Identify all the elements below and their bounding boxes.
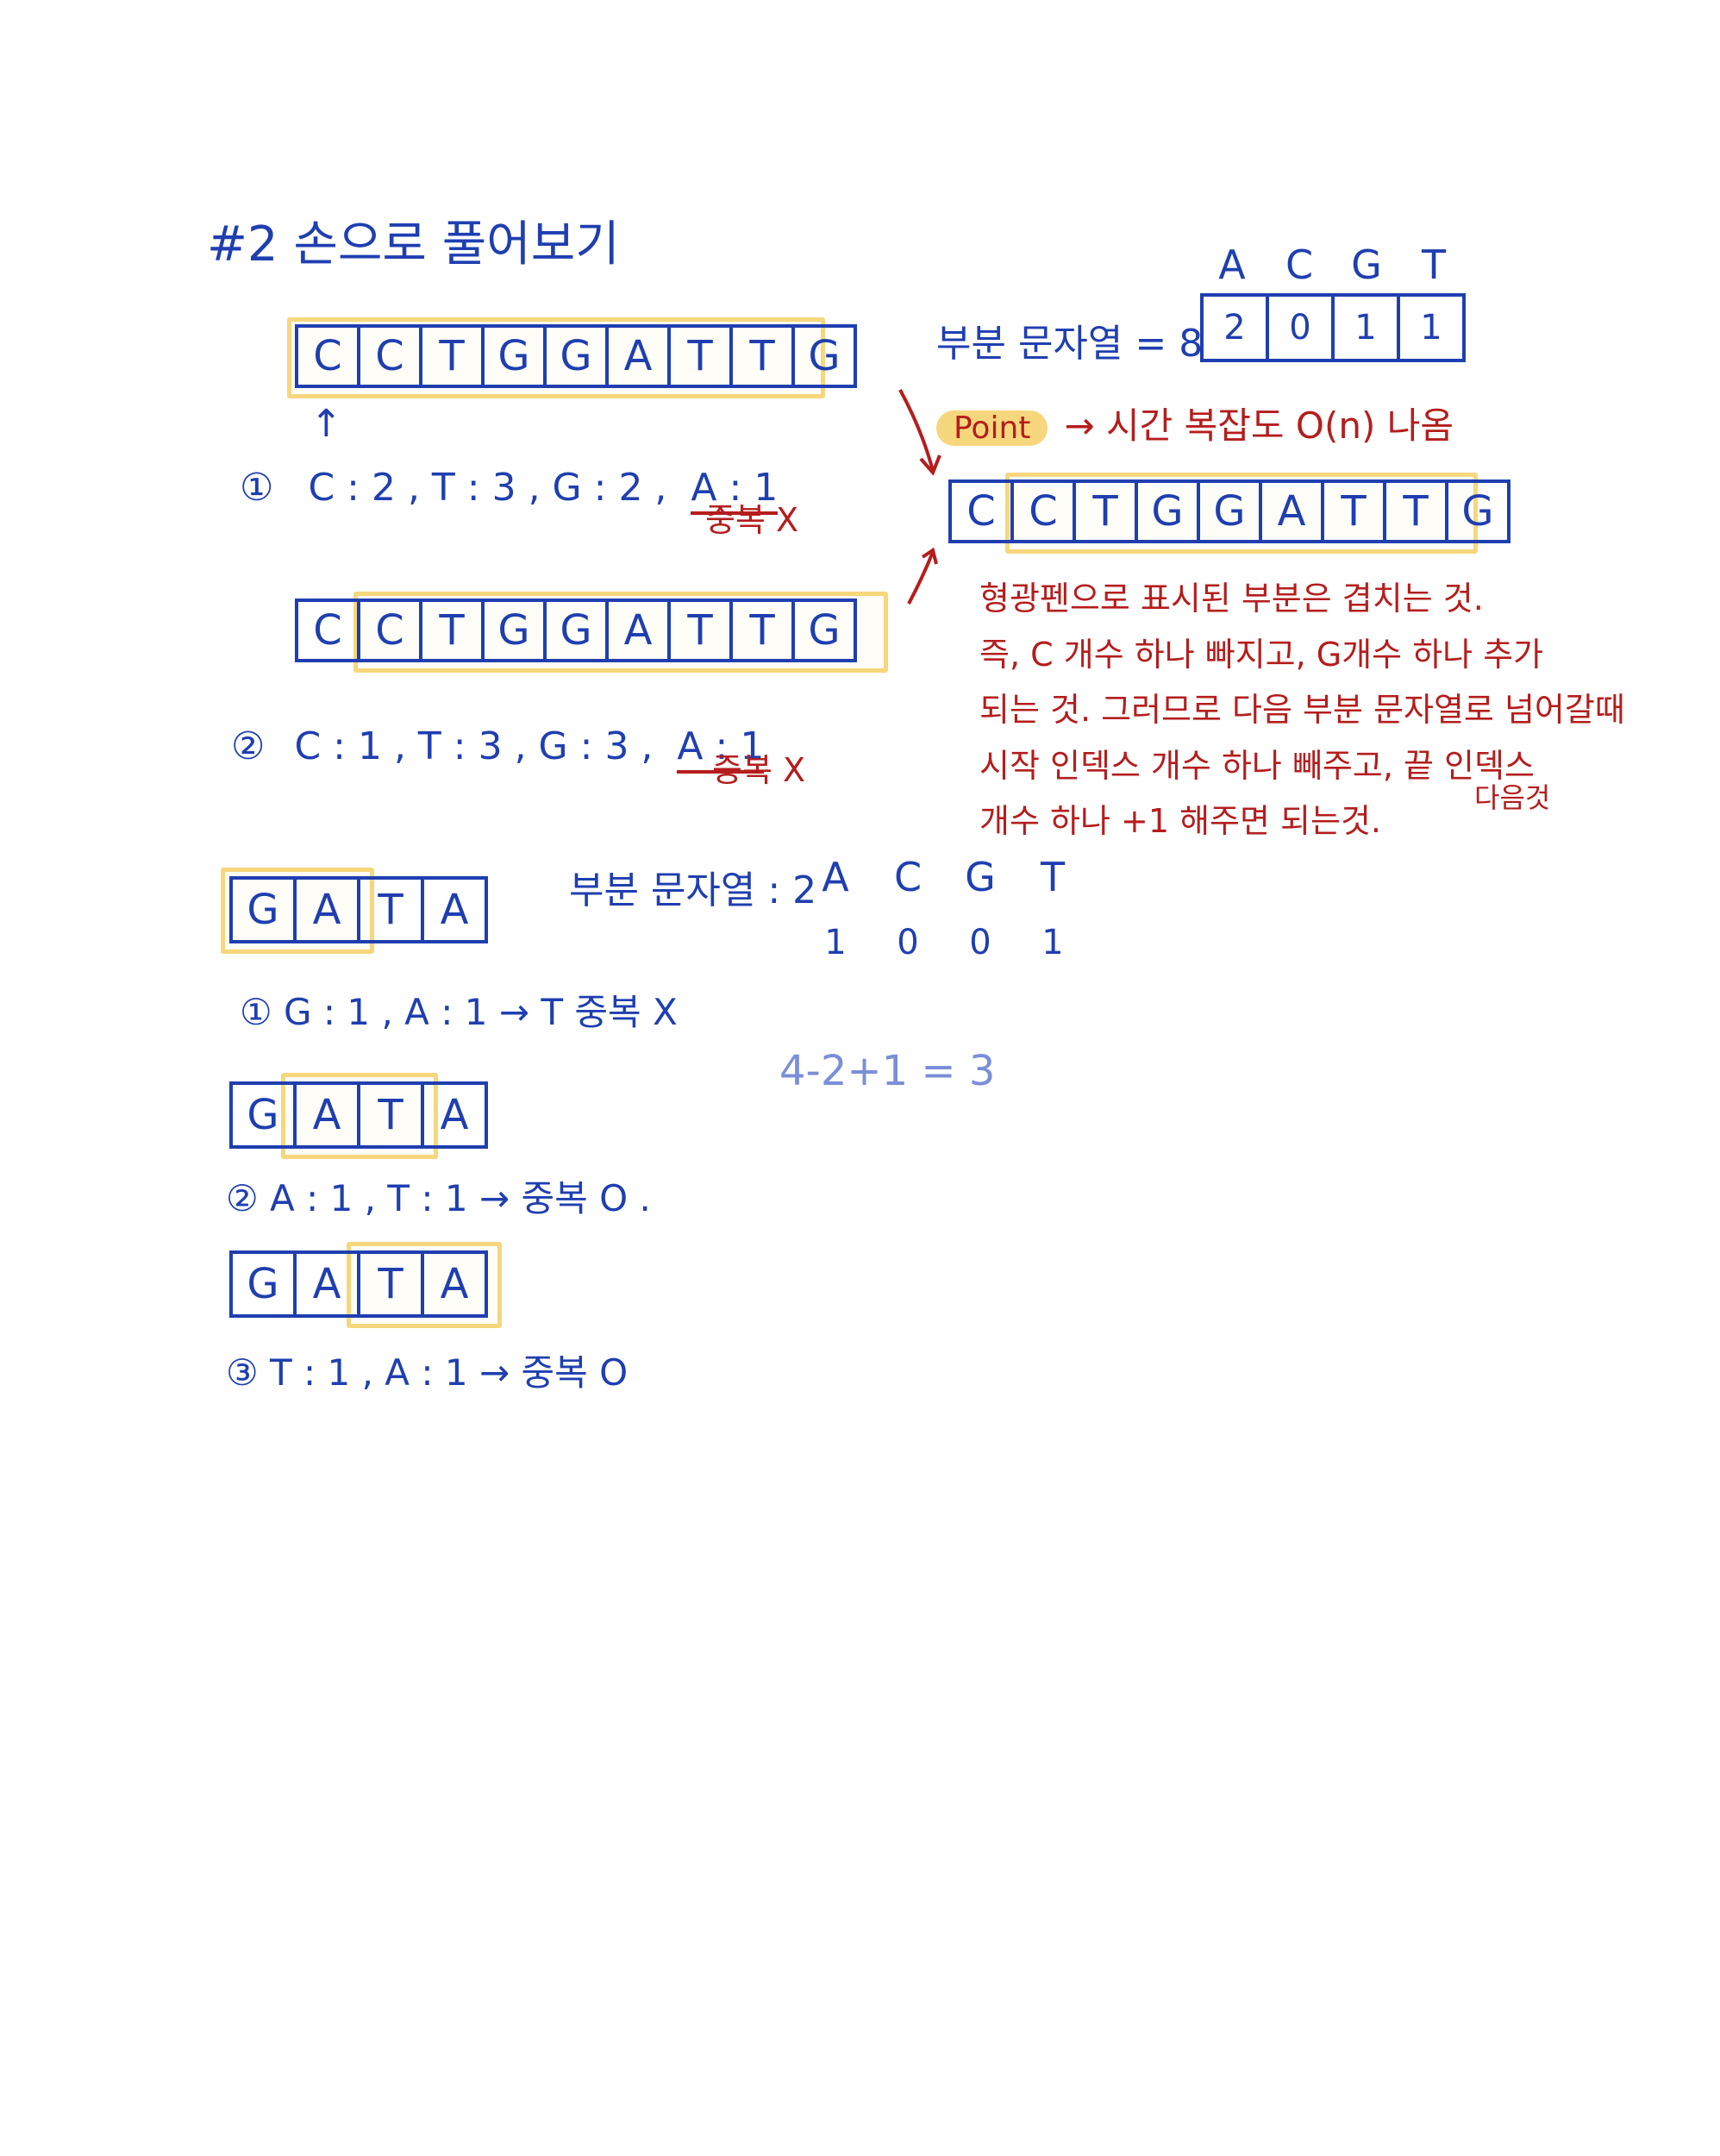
cell: T: [733, 602, 795, 659]
cell: G: [547, 328, 609, 385]
count-header: A: [1218, 241, 1246, 288]
cell: A: [1262, 483, 1324, 540]
step-underlined: A : 1: [691, 466, 779, 515]
step-counts: C : 1 , T : 3 , G : 3 ,: [294, 724, 654, 768]
pencil-calculation: 4-2+1 = 3: [779, 1047, 996, 1095]
cell: T: [1324, 483, 1386, 540]
count-cell: 0: [1269, 297, 1335, 359]
cell: A: [297, 880, 360, 940]
pointer-arrow-icon: ↑: [310, 402, 342, 446]
count-header: G: [965, 854, 996, 900]
cell: A: [440, 1260, 469, 1308]
cell: A: [297, 1254, 360, 1314]
cell: A: [440, 886, 469, 934]
count-cell: 2: [1204, 297, 1269, 359]
cell: G: [547, 602, 609, 659]
step-counts: C : 2 , T : 3 , G : 2 ,: [308, 466, 667, 510]
step-2-line: ② C : 1 , T : 3 , G : 3 , A : 1: [231, 724, 765, 774]
cell: C: [298, 602, 360, 659]
count-value: 0: [969, 923, 991, 962]
cell: G: [808, 332, 841, 380]
highlight-window-4: [221, 868, 374, 954]
cell: G: [1200, 483, 1262, 540]
explanation-note: 형광펜으로 표시된 부분은 겹치는 것. 즉, C 개수 하나 빠지고, G개수…: [979, 571, 1625, 849]
highlight-window-6: [347, 1242, 502, 1328]
cell: C: [952, 483, 1014, 540]
count-table: 2 0 1 1: [1200, 293, 1466, 362]
cell: C: [360, 602, 422, 659]
cell: T: [733, 328, 795, 385]
gata-strip-1: G A T A: [229, 876, 488, 943]
cell: G: [233, 1254, 297, 1314]
duplicate-note: 중복 X: [712, 751, 806, 789]
cell: G: [808, 606, 841, 655]
duplicate-note: 중복 X: [705, 501, 799, 539]
step-number: ②: [231, 724, 266, 768]
count-header: G: [1351, 241, 1382, 288]
step-number: ①: [240, 466, 274, 510]
gata-step-1: ① G : 1 , A : 1 → T 중복 X: [240, 991, 678, 1033]
point-line: Point → 시간 복잡도 O(n) 나옴: [936, 397, 1454, 449]
cell: C: [298, 328, 360, 385]
cell: T: [360, 880, 424, 940]
step-underlined: A : 1: [677, 724, 765, 774]
point-text: → 시간 복잡도 O(n) 나옴: [1064, 404, 1454, 447]
note-extra: 다음것: [1474, 781, 1551, 814]
gata-step-2: ② A : 1 , T : 1 → 중복 O .: [226, 1177, 651, 1219]
note-line: 개수 하나 +1 해주면 되는것.: [979, 802, 1382, 841]
sequence-strip-2: C C T G G A T T G: [295, 599, 857, 662]
cell: T: [360, 1085, 424, 1145]
cell: G: [1461, 487, 1494, 536]
count-header: C: [1285, 241, 1314, 288]
note-line: 시작 인덱스 개수 하나 빼주고, 끝 인덱스: [979, 746, 1535, 785]
cell: T: [422, 602, 485, 659]
note-line: 즉, C 개수 하나 빠지고, G개수 하나 추가: [979, 635, 1544, 674]
cell: T: [671, 328, 733, 385]
cell: G: [1138, 483, 1200, 540]
count-header: T: [1040, 854, 1066, 900]
step-1-line: ① C : 2 , T : 3 , G : 2 , A : 1: [240, 466, 779, 515]
cell: G: [485, 602, 547, 659]
cell: A: [297, 1085, 360, 1145]
count-cell: 1: [1420, 308, 1442, 348]
page-title: #2 손으로 풀어보기: [207, 216, 620, 273]
count-cell: 1: [1335, 297, 1400, 359]
gata-strip-3: G A T A: [229, 1250, 488, 1318]
cell: T: [1386, 483, 1448, 540]
sequence-strip-3: C C T G G A T T G: [948, 479, 1510, 543]
count-header: A: [822, 854, 849, 900]
note-line: 되는 것. 그러므로 다음 부분 문자열로 넘어갈때: [979, 691, 1625, 730]
sequence-strip-1: C C T G G A T T G: [295, 324, 857, 388]
gata-step-3: ③ T : 1 , A : 1 → 중복 O: [226, 1351, 629, 1394]
substring-length-label: 부분 문자열 = 8: [936, 322, 1204, 366]
count-headers: A C G T: [1216, 241, 1450, 288]
cell: G: [233, 1085, 297, 1145]
point-badge: Point: [936, 411, 1048, 446]
cell: A: [609, 328, 671, 385]
count-header: C: [893, 854, 923, 900]
cell: T: [422, 328, 485, 385]
cell: G: [485, 328, 547, 385]
cell: T: [360, 1254, 424, 1314]
cell: C: [360, 328, 422, 385]
gata-strip-2: G A T A: [229, 1081, 488, 1149]
note-line: 형광펜으로 표시된 부분은 겹치는 것.: [979, 580, 1484, 617]
cell: A: [609, 602, 671, 659]
count-value: 0: [897, 923, 919, 962]
substring-length-label-2: 부분 문자열 : 2: [569, 868, 817, 912]
cell: G: [233, 880, 297, 940]
count-values-2: 1 0 0 1: [819, 923, 1069, 962]
count-value: 1: [1041, 923, 1064, 962]
red-arrow-icon: [898, 389, 941, 605]
cell: T: [1076, 483, 1138, 540]
count-headers-2: A C G T: [819, 854, 1069, 900]
count-value: 1: [824, 923, 847, 962]
cell: A: [440, 1091, 469, 1139]
cell: T: [671, 602, 733, 659]
count-header: T: [1421, 241, 1447, 288]
cell: C: [1014, 483, 1076, 540]
